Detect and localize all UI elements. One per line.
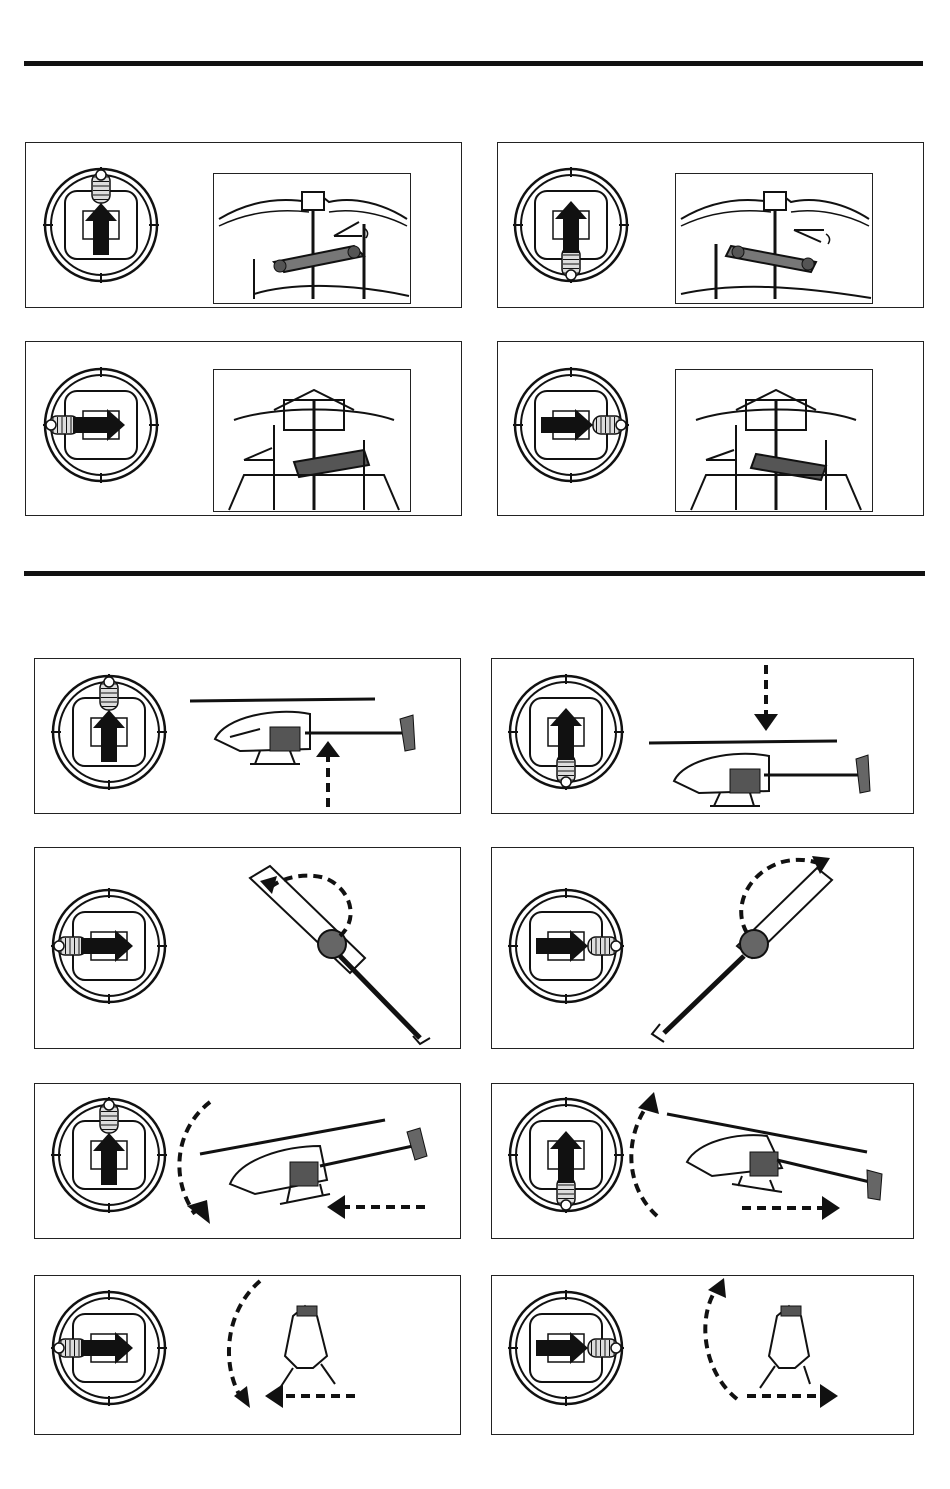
panel-aileron-left: [25, 341, 462, 516]
helicopter-side-icon: [35, 1084, 461, 1239]
transmitter-stick-icon: [511, 365, 631, 485]
panel-throttle-up-climb: [34, 658, 461, 814]
panel-elevator-back: [497, 142, 924, 308]
helicopter-side-icon: [492, 659, 914, 814]
section-rule-top: [24, 61, 923, 66]
panel-aileron-left-flight: [34, 1275, 461, 1435]
helicopter-top-icon: [492, 848, 914, 1049]
panel-elevator-forward-flight: [34, 1083, 461, 1239]
helicopter-front-icon: [492, 1276, 914, 1435]
swashplate-icon: [213, 369, 411, 512]
swashplate-tilt-right-drawing: [676, 370, 874, 513]
panel-rudder-right-yaw: [491, 847, 914, 1049]
swashplate-tilt-back-drawing: [676, 174, 874, 305]
panel-elevator-back-flight: [491, 1083, 914, 1239]
helicopter-side-icon: [35, 659, 461, 814]
panel-throttle-down-descend: [491, 658, 914, 814]
transmitter-stick-icon: [511, 165, 631, 285]
helicopter-top-icon: [35, 848, 461, 1049]
helicopter-front-icon: [35, 1276, 461, 1435]
transmitter-stick-icon: [41, 365, 161, 485]
panel-aileron-right: [497, 341, 924, 516]
panel-aileron-right-flight: [491, 1275, 914, 1435]
swashplate-icon: [675, 369, 873, 512]
section-rule-middle: [24, 571, 925, 576]
swashplate-icon: [213, 173, 411, 304]
panel-rudder-left-yaw: [34, 847, 461, 1049]
transmitter-stick-icon: [41, 165, 161, 285]
helicopter-side-icon: [492, 1084, 914, 1239]
swashplate-tilt-left-drawing: [214, 370, 412, 513]
swashplate-tilt-forward-drawing: [214, 174, 412, 305]
panel-elevator-forward: [25, 142, 462, 308]
swashplate-icon: [675, 173, 873, 304]
